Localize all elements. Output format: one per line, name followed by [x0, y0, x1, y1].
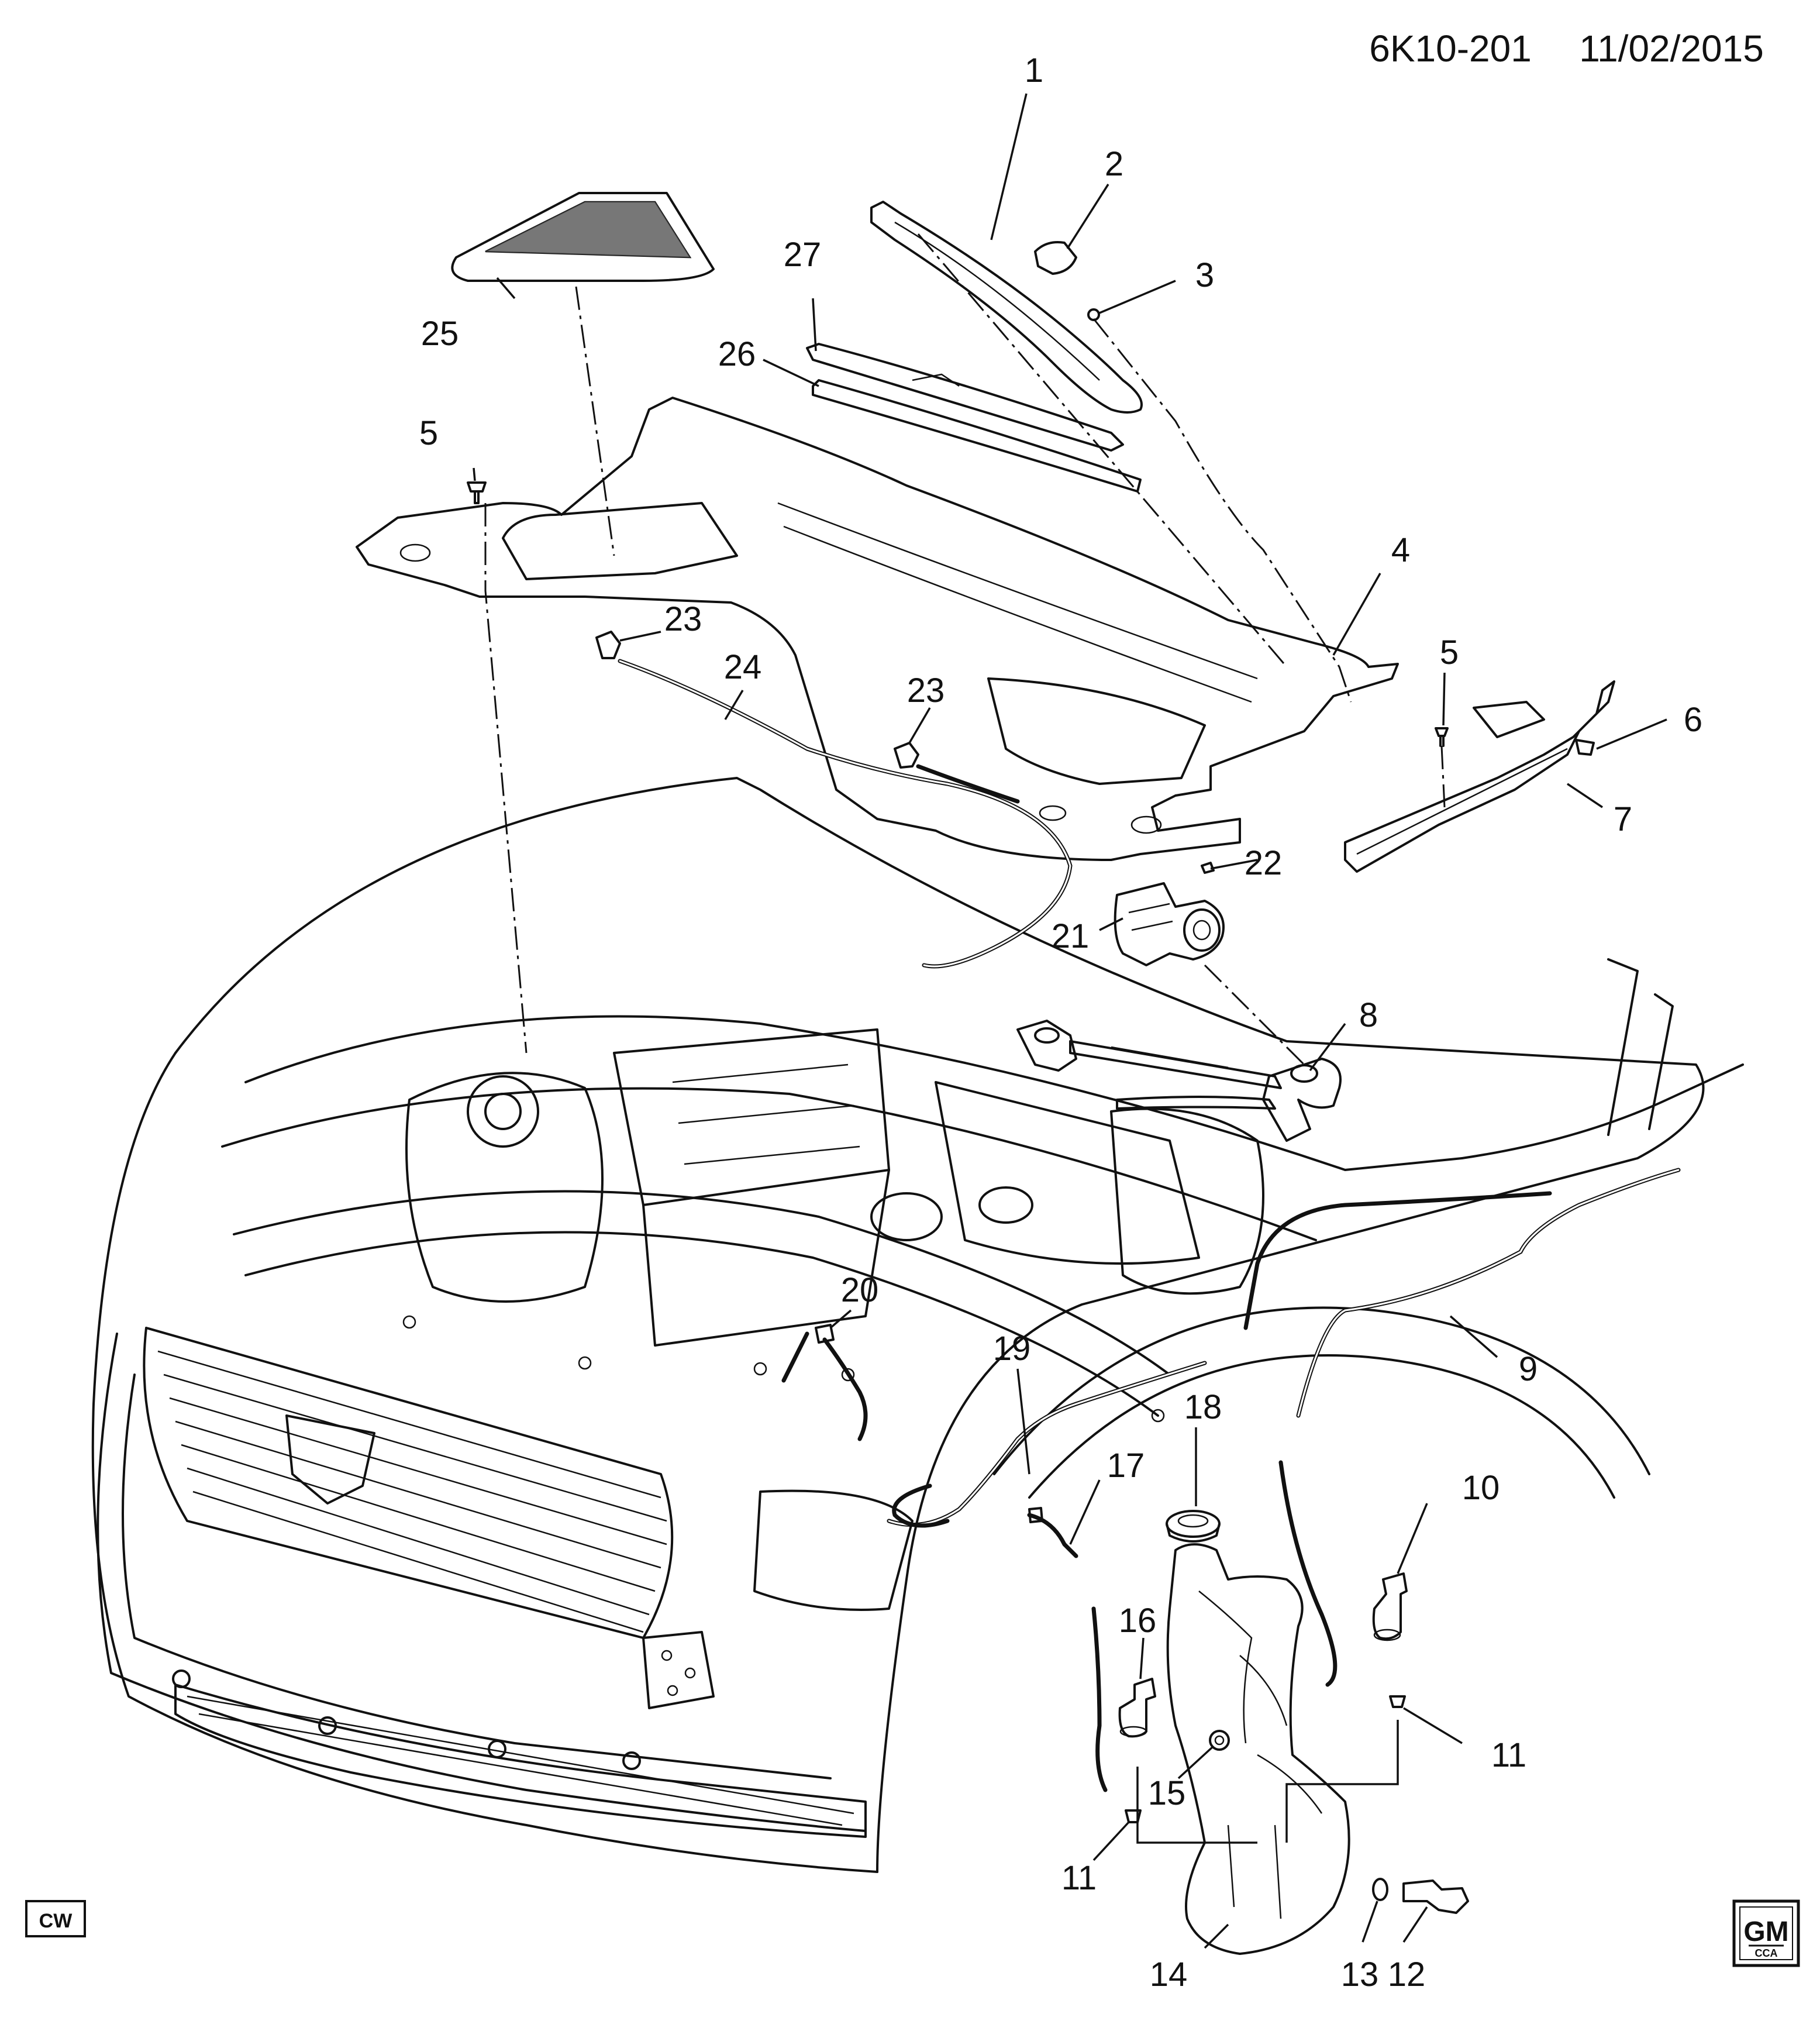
- callout-15: 15: [1148, 1774, 1186, 1812]
- part-11-grommet-right: [1389, 1695, 1406, 1708]
- callout-2: 2: [1105, 145, 1123, 183]
- part-24-washer-hose: [618, 659, 1073, 969]
- callout-9: 9: [1519, 1350, 1538, 1388]
- part-8-wiper-linkage: [1016, 1020, 1342, 1142]
- grille: [143, 1327, 674, 1639]
- callout-22: 22: [1245, 844, 1283, 882]
- part-17-washer-hose: [1027, 1507, 1078, 1558]
- part-23-nozzle-left: [595, 631, 621, 659]
- callout-21: 21: [1052, 917, 1090, 955]
- callout-6: 6: [1684, 701, 1702, 739]
- callout-3: 3: [1195, 256, 1214, 294]
- part-5-fastener-left: [467, 481, 487, 504]
- diagram-code: 6K10-201: [1369, 27, 1532, 70]
- callout-27: 27: [784, 236, 822, 274]
- svg-text:GM: GM: [1743, 1916, 1788, 1947]
- callout-11-left: 11: [1061, 1859, 1097, 1897]
- callout-23-left: 23: [664, 600, 702, 638]
- part-10-washer-pump: [1372, 1572, 1408, 1641]
- part-3-nut: [1087, 308, 1100, 321]
- part-20-hose-clip: [781, 1324, 868, 1441]
- part-1-wiper-arm: [870, 201, 1143, 414]
- callout-12: 12: [1388, 1956, 1426, 1994]
- callout-5-left: 5: [419, 414, 438, 452]
- part-12-level-sensor: [1402, 1879, 1469, 1914]
- part-15-grommet: [1209, 1730, 1230, 1751]
- part-25-cowl-filter: [451, 192, 715, 282]
- callout-labels: 1 2 3 4 5 5 6 7 8 9 10 11 11 12 13 14 15…: [419, 51, 1702, 1994]
- part-9-washer-hose: [1243, 1168, 1681, 1687]
- part-19-washer-hose: [887, 1361, 1207, 1528]
- leader-lines: [473, 93, 1667, 1949]
- part-16-washer-pump: [1091, 1606, 1156, 1792]
- part-4-cowl-panel: [356, 397, 1399, 861]
- callout-10: 10: [1462, 1469, 1500, 1507]
- installation-lines: [484, 233, 1446, 1066]
- vehicle-front-end: [91, 777, 1744, 1873]
- callout-16: 16: [1119, 1602, 1157, 1640]
- part-27-wiper-blade: [806, 343, 1124, 452]
- callout-24: 24: [724, 648, 762, 686]
- callout-25: 25: [421, 315, 459, 353]
- gm-logo: GM CCA: [1732, 1899, 1800, 1967]
- part-22-bolt: [1201, 862, 1215, 874]
- callout-13: 13: [1341, 1956, 1379, 1994]
- part-14-washer-reservoir: [1166, 1543, 1350, 1955]
- bracket-lines: [1136, 1720, 1399, 1844]
- svg-text:CW: CW: [39, 1910, 73, 1932]
- part-21-wiper-motor: [1114, 882, 1225, 966]
- cw-badge: CW: [25, 1900, 86, 1937]
- callout-8: 8: [1359, 996, 1378, 1034]
- callout-7: 7: [1614, 800, 1632, 838]
- callout-18: 18: [1184, 1388, 1222, 1426]
- callout-23-right: 23: [907, 672, 945, 710]
- callout-11-right: 11: [1491, 1736, 1526, 1774]
- part-5-fastener-right: [1435, 727, 1449, 747]
- callout-14: 14: [1150, 1956, 1188, 1994]
- callout-17: 17: [1107, 1447, 1145, 1485]
- svg-text:CCA: CCA: [1755, 1947, 1778, 1959]
- part-13-seal: [1372, 1878, 1388, 1901]
- part-2-nut-cap: [1034, 241, 1077, 275]
- diagram-date: 11/02/2015: [1579, 27, 1764, 70]
- part-6-clip: [1575, 739, 1595, 756]
- callout-19: 19: [993, 1330, 1031, 1368]
- part-18-reservoir-cap: [1166, 1510, 1221, 1543]
- callout-1: 1: [1025, 51, 1043, 89]
- callout-26: 26: [718, 335, 756, 373]
- callout-4: 4: [1391, 531, 1410, 569]
- callout-20: 20: [841, 1271, 879, 1309]
- part-7-cowl-extension: [1344, 680, 1615, 873]
- part-23-nozzle-right: [894, 742, 919, 769]
- callout-5-right: 5: [1440, 634, 1459, 672]
